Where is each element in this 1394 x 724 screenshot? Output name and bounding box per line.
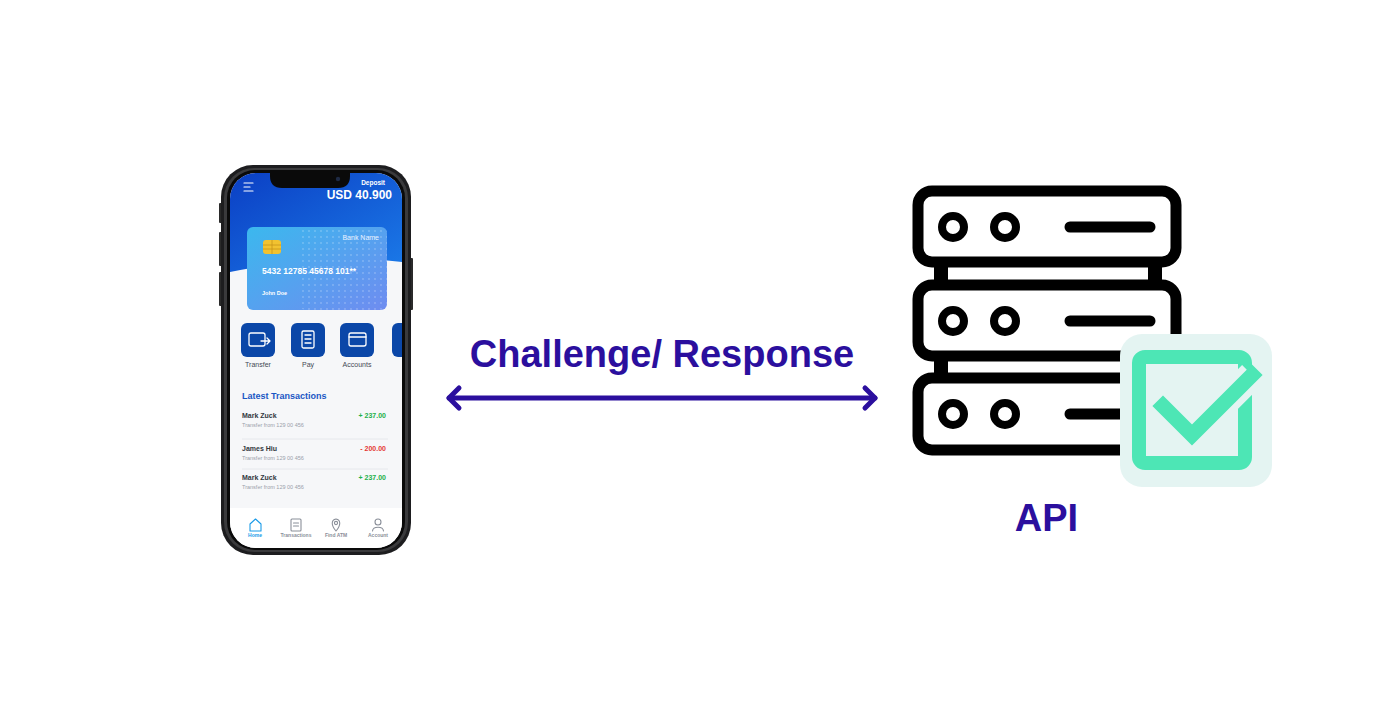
button-label: Pay [302, 361, 314, 369]
bank-name: Bank Name [342, 234, 379, 242]
button-label: Accounts [343, 361, 372, 369]
payee-name: James Hiu [242, 445, 277, 453]
nav-label: Transactions [281, 533, 312, 539]
amount: + 237.00 [359, 474, 386, 482]
phone-screen: DepositUSD 40.900Latest TransactionsMark… [221, 165, 411, 555]
transfer-note: Transfer from 129 00 456 [242, 455, 304, 461]
phone-mockup [219, 165, 426, 555]
bank-card: Bank Name 5432 12785 45678 101** John Doe [247, 227, 387, 310]
api-server: API [913, 187, 1180, 545]
payee-name: Mark Zuck [242, 412, 277, 420]
action-button: Transfer [241, 323, 275, 357]
nav-label: Home [248, 533, 262, 539]
action-button: Accounts [340, 323, 374, 357]
payee-name: Mark Zuck [242, 474, 277, 482]
action-button: Pay [291, 323, 325, 357]
check-badge [1120, 334, 1272, 487]
section-heading: Latest Transactions [242, 391, 327, 401]
amount: + 237.00 [359, 412, 386, 420]
nav-label: Account [368, 533, 388, 539]
card-number: 5432 12785 45678 101** [262, 267, 356, 277]
card-holder: John Doe [262, 290, 287, 296]
server-label: API [1015, 497, 1078, 541]
deposit-label: Deposit [361, 179, 385, 186]
nav-label: Find ATM [325, 533, 347, 539]
transfer-note: Transfer from 129 00 456 [242, 484, 304, 490]
edge-label: Challenge/ Response [466, 332, 858, 378]
double-arrow [449, 396, 875, 401]
button-label: Transfer [245, 361, 271, 369]
transfer-note: Transfer from 129 00 456 [242, 422, 304, 428]
balance: USD 40.900 [327, 189, 392, 203]
amount: - 200.00 [360, 445, 386, 453]
